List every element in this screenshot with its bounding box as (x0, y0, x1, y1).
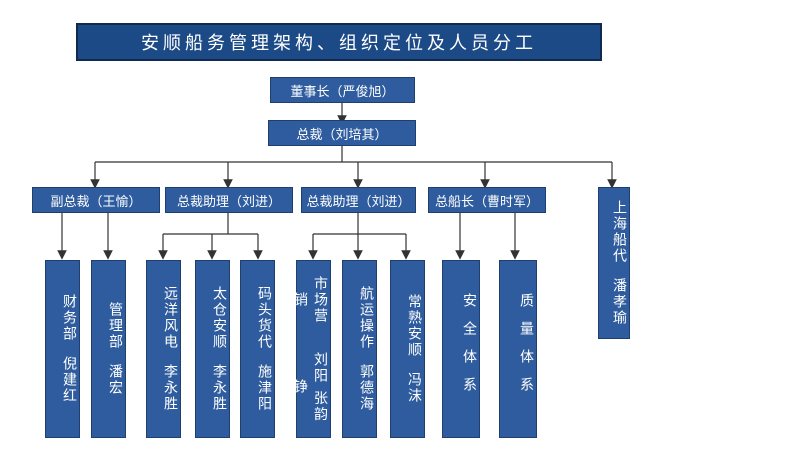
dept-label: 航运操作 (358, 286, 374, 350)
person-name: 郭德海 (358, 364, 374, 412)
dept-label: 市场营销 (292, 276, 328, 325)
dept-label: 码头货代 (256, 286, 272, 350)
dept-box-finance: 财务部 倪建红 (45, 260, 80, 438)
person-name: 冯沫 (406, 372, 422, 404)
person-name: 李永胜 (211, 364, 227, 412)
vp-box: 副总裁（王愉） (32, 187, 160, 213)
dept-label: 上海船代 (611, 200, 627, 264)
dept-label: 质量体系 (518, 293, 534, 405)
person-name: 李永胜 (162, 364, 178, 412)
person-name: 刘阳 张韵铮 (292, 351, 328, 423)
person-name: 潘宏 (107, 364, 123, 396)
chairman-box: 董事长（严俊旭） (270, 77, 415, 103)
person-name: 施津阳 (256, 364, 272, 412)
ceo-box: 总裁（刘培其） (268, 120, 416, 146)
shanghai-agent-box: 上海船代 潘孝瑜 (598, 187, 630, 339)
dept-box-terminal: 码头货代 施津阳 (240, 260, 275, 438)
dept-box-changshu: 常熟安顺 冯沫 (390, 260, 425, 438)
assistant-box-2: 总裁助理（刘进） (301, 187, 416, 213)
dept-box-safety: 安全体系 (442, 260, 480, 438)
dept-box-quality: 质量体系 (499, 260, 537, 438)
dept-box-management: 管理部 潘宏 (91, 260, 126, 438)
dept-box-operations: 航运操作 郭德海 (342, 260, 377, 438)
dept-label: 安全体系 (461, 293, 477, 405)
dept-label: 远洋风电 (162, 286, 178, 350)
dept-box-offshore-wind: 远洋风电 李永胜 (146, 260, 181, 438)
dept-label: 常熟安顺 (406, 294, 422, 358)
dept-box-marketing: 市场营销 刘阳 张韵铮 (292, 260, 331, 438)
dept-label: 太仓安顺 (211, 286, 227, 350)
page-title: 安顺船务管理架构、组织定位及人员分工 (76, 23, 602, 61)
dept-box-taicang: 太仓安顺 李永胜 (195, 260, 230, 438)
dept-label: 财务部 (61, 294, 77, 342)
dept-label: 管理部 (107, 302, 123, 350)
assistant-box-1: 总裁助理（刘进） (165, 187, 293, 213)
person-name: 倪建红 (61, 356, 77, 404)
person-name: 潘孝瑜 (611, 278, 627, 326)
chief-captain-box: 总船长（曹时军） (428, 187, 546, 213)
